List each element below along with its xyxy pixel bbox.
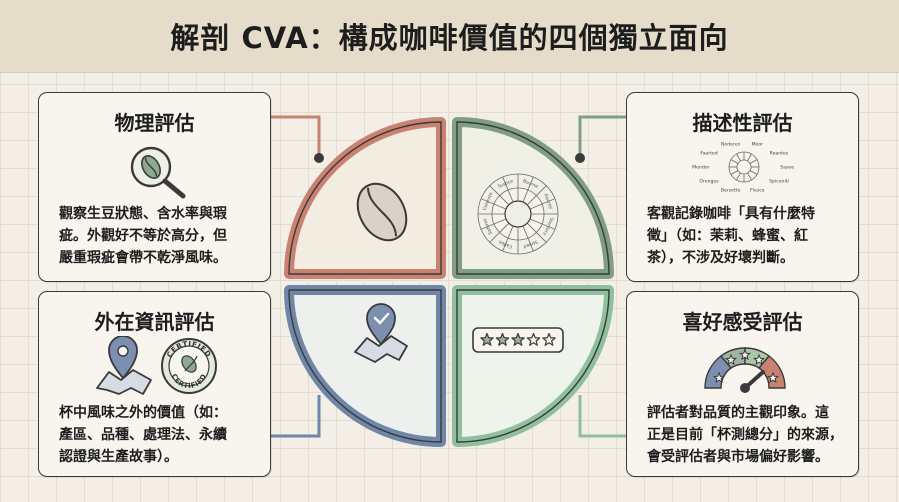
wheel-label: Bourne	[522, 178, 539, 190]
wheel-spoke	[489, 185, 510, 206]
wheel-label: Flesce	[750, 187, 765, 193]
card-affective-title: 喜好感受評估	[682, 310, 803, 334]
card-physical: 物理評估 觀察生豆狀態、含水率與瑕 疵。外觀好不等於高分，但 嚴重瑕疵會帶不乾淨…	[38, 92, 271, 282]
card-affective-desc-line: 評估者對品質的主觀印象。這	[647, 405, 829, 421]
card-extrinsic: 外在資訊評估 CERTIFIED CERTIFIED 杯中風味之外的價值（如： …	[38, 291, 271, 477]
wheel-label: Sustice	[497, 178, 515, 190]
star-rating-icon	[472, 327, 564, 353]
wheel-spoke	[502, 176, 514, 203]
card-physical-desc-line: 嚴重瑕疵會帶不乾淨風味。	[59, 250, 227, 266]
wheel-spoke	[529, 198, 556, 210]
card-descriptive-desc-line: 徵」（如：茉莉、蜂蜜、紅	[647, 228, 808, 244]
wheel-spoke	[489, 222, 510, 243]
card-descriptive-desc: 客觀記錄咖啡「具有什麼特 徵」（如：茉莉、蜂蜜、紅 茶），不涉及好壞判斷。	[647, 203, 844, 269]
wheel-spoke	[736, 172, 741, 181]
card-affective-desc-line: 正是目前「杯測總分」的來源，	[647, 427, 843, 443]
star-icon	[724, 353, 738, 366]
wheel-label: Calfee	[498, 238, 514, 249]
connector-dot-physical	[314, 153, 324, 163]
wheel-spoke	[730, 159, 739, 164]
wheel-spoke	[736, 153, 741, 162]
wheel-label: Moor	[752, 142, 764, 148]
wheel-label: Noderen	[721, 142, 741, 148]
card-descriptive-title: 描述性評估	[692, 111, 793, 135]
quadrant-extrinsic	[284, 285, 446, 447]
wheel-label: Fiecrey	[542, 193, 554, 210]
map-pin-icon	[354, 303, 408, 363]
certified-badge-icon: CERTIFIED CERTIFIED	[161, 338, 217, 394]
wheel-spoke	[749, 170, 758, 175]
star-icon	[495, 332, 510, 346]
star-icon	[526, 332, 541, 346]
card-affective-desc-line: 會受評估者與市場偏好影響。	[647, 449, 829, 465]
card-affective-desc: 評估者對品質的主觀印象。這 正是目前「杯測總分」的來源， 會受評估者與市場偏好影…	[647, 402, 844, 468]
wheel-spoke	[526, 185, 547, 206]
card-extrinsic-desc-line: 認證與生產故事）。	[59, 449, 178, 465]
wheel-spoke	[529, 218, 556, 230]
wheel-spoke	[526, 222, 547, 243]
wheel-spoke	[502, 225, 514, 252]
wheel-label: Stroed	[522, 238, 538, 249]
star-icon	[480, 332, 494, 346]
card-extrinsic-title: 外在資訊評估	[94, 310, 215, 334]
header: 解剖 CVA：構成咖啡價值的四個獨立面向	[0, 0, 899, 73]
card-extrinsic-desc-line: 產區、品種、處理法、永續	[59, 427, 227, 443]
wheel-label: Sasee	[780, 165, 794, 171]
card-affective: 喜好感受評估 評估者對品質的主觀印象。這 正是目前「杯測總分」的來源， 會受評估…	[626, 291, 859, 477]
card-extrinsic-desc: 杯中風味之外的價值（如： 產區、品種、處理法、永續 認證與生產故事）。	[59, 402, 256, 468]
magnifier-coffee-bean-icon	[130, 146, 186, 199]
card-extrinsic-desc-line: 杯中風味之外的價值（如：	[59, 405, 227, 421]
wheel-label: Roantes	[770, 150, 789, 156]
connector-extrinsic	[271, 395, 321, 438]
wheel-spoke	[480, 218, 507, 230]
connector-descriptive	[578, 115, 626, 158]
star-icon	[542, 332, 556, 346]
wheel-label: Faarted	[700, 150, 717, 156]
card-physical-desc-line: 觀察生豆狀態、含水率與瑕	[59, 206, 227, 222]
map-pin-icon	[96, 336, 152, 395]
wheel-spoke	[480, 198, 507, 210]
card-physical-title: 物理評估	[114, 111, 195, 135]
wheel-spoke	[522, 176, 534, 203]
star-icon	[752, 353, 766, 366]
wheel-spoke	[730, 170, 739, 175]
wheel-label: Spiceniti	[769, 179, 789, 185]
card-descriptive-desc-line: 茶），不涉及好壞判斷。	[647, 250, 794, 266]
wheel-spoke	[522, 225, 534, 252]
quadrant-affective	[452, 285, 614, 447]
page-title: 解剖 CVA：構成咖啡價值的四個獨立面向	[170, 21, 729, 55]
wheel-spoke	[747, 153, 752, 162]
wheel-spoke	[749, 159, 758, 164]
star-icon	[738, 348, 752, 361]
star-icon	[511, 332, 525, 346]
connector-dot-descriptive	[575, 153, 585, 163]
connector-affective	[578, 395, 626, 438]
card-physical-desc-line: 疵。外觀好不等於高分，但	[59, 228, 227, 244]
wheel-label: Orenges	[699, 179, 719, 185]
wheel-label: Mendor	[692, 165, 709, 171]
coffee-bean-icon	[356, 182, 408, 242]
star-icon	[712, 371, 726, 384]
star-gauge-icon	[704, 347, 786, 393]
wheel-spoke	[747, 172, 752, 181]
card-physical-desc: 觀察生豆狀態、含水率與瑕 疵。外觀好不等於高分，但 嚴重瑕疵會帶不乾淨風味。	[59, 203, 256, 269]
card-descriptive-desc-line: 客觀記錄咖啡「具有什麼特	[647, 206, 815, 222]
connector-physical	[271, 115, 321, 158]
flavor-wheel-icon: BourneFiecreyStonlocyStroedCalfeeSaferes…	[477, 173, 559, 255]
star-icon	[766, 371, 780, 384]
wheel-label: Bersette	[721, 187, 741, 193]
